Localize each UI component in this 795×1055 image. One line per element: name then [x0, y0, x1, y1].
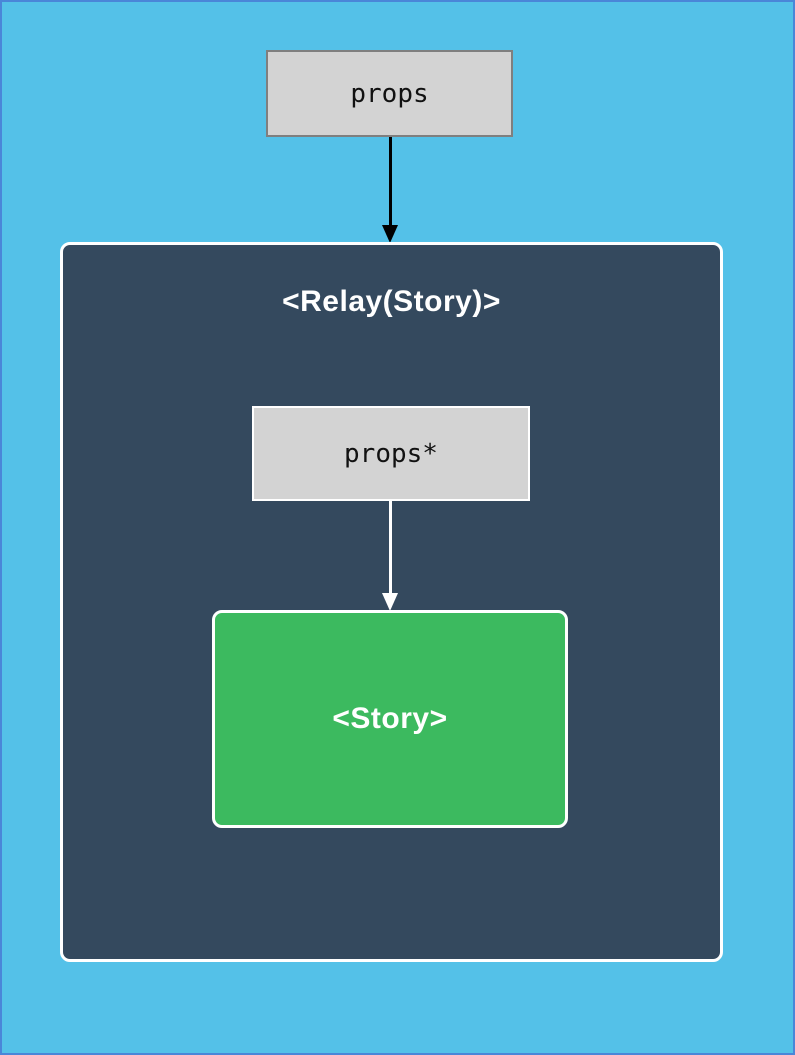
props-node: props [266, 50, 513, 137]
relay-story-title: <Relay(Story)> [282, 285, 501, 318]
props-node-label: props [350, 78, 429, 109]
story-node: <Story> [212, 610, 568, 828]
arrow-down-icon [382, 225, 398, 243]
relay-story-container: <Relay(Story)> props* <Story> [60, 242, 723, 962]
props-to-story-arrow-line [389, 501, 392, 593]
story-node-label: <Story> [332, 702, 448, 735]
inner-props-node-label: props* [344, 438, 438, 469]
inner-props-node: props* [252, 406, 530, 501]
props-to-relay-arrow-line [389, 137, 392, 225]
arrow-down-icon [382, 593, 398, 611]
